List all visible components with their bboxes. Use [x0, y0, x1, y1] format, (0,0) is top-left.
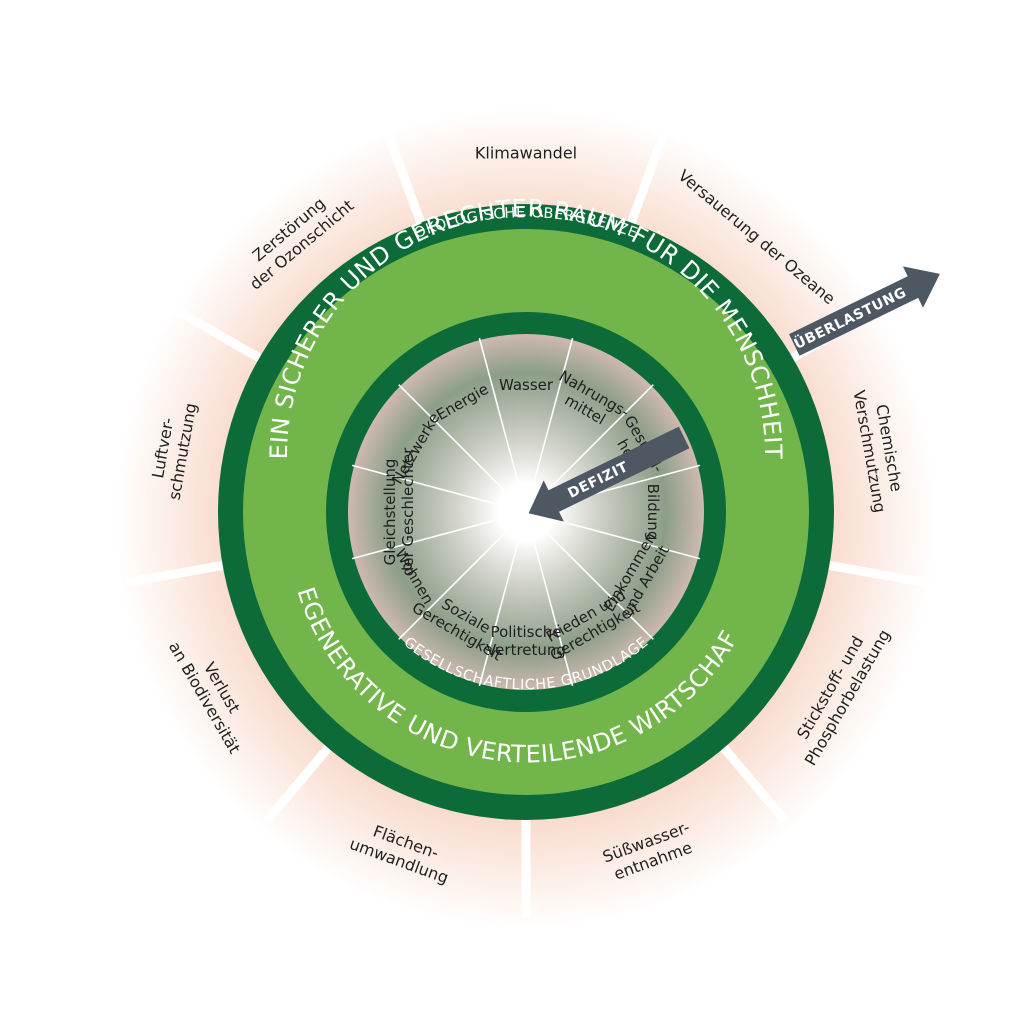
eco-label-climate-change: Klimawandel: [475, 144, 577, 163]
inner-separator: [478, 337, 526, 507]
inner-separator: [531, 512, 701, 560]
social-label-education: Bildung: [644, 484, 662, 541]
outer-separator: [820, 559, 926, 587]
outer-separator: [262, 738, 337, 826]
outer-separator: [126, 559, 232, 587]
inner-segment-separators: [351, 337, 701, 687]
outer-separator: [383, 129, 428, 232]
inner-separator: [351, 464, 521, 512]
outer-separator: [173, 305, 269, 366]
inner-separator: [529, 384, 654, 509]
inner-separator: [526, 517, 574, 687]
social-label-water: Wasser: [499, 376, 554, 394]
inner-separator: [529, 515, 654, 640]
inner-separator: [526, 337, 574, 507]
inner-separator: [478, 517, 526, 687]
social-label-gender-equality: Gleichstellungder Geschlechter: [381, 447, 417, 576]
inner-separator: [398, 384, 523, 509]
outer-separator: [715, 738, 790, 826]
outer-separator: [624, 129, 669, 232]
inner-separator: [398, 515, 523, 640]
inner-separator: [351, 512, 521, 560]
